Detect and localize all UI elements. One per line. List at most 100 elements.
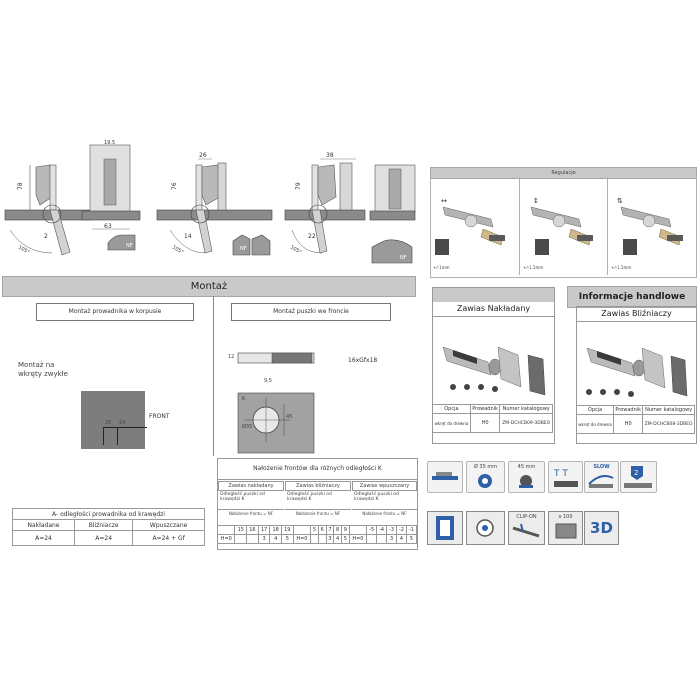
onlay-h-3: Numer katalogowy [499, 404, 553, 414]
product-onlay-panel: Zawias Nakładany Opcja Prowadnik Numer k… [432, 287, 555, 444]
group-2-sub: Odległość puszki od krawędzi K [287, 492, 332, 502]
dim-19-5: 19.5 [104, 140, 115, 146]
h-label-2: H=0 [292, 534, 312, 544]
nf-2-3: 7 [325, 525, 335, 535]
two-way-icon: 2 [620, 461, 657, 493]
three-d-label: 3D [590, 519, 613, 537]
screws-icon: T T [548, 461, 583, 493]
product-twin-table: Opcja Prowadnik Numer katalogowy wkręt d… [575, 405, 695, 434]
clip-on-label: CLIP-ON [516, 514, 537, 520]
onlay-v-3: ZM-DCHCB09-3DBEO [499, 413, 553, 433]
cup-mounting-title-box: Montaż puszki we froncie [231, 303, 391, 321]
trade-info-header: Informacje handlowe [567, 286, 697, 308]
dim-35: Ø35 [242, 424, 253, 430]
k-1-2: 4 [269, 534, 282, 544]
adjust-1: ↔ [435, 197, 505, 255]
nf-3-3: -3 [386, 525, 398, 535]
dim-12: 12 [228, 354, 235, 360]
montaz-title: Montaż [190, 281, 228, 292]
k-3-3: 5 [405, 534, 418, 544]
nf-3-1: -5 [366, 525, 378, 535]
twin-v-1: wkręt do drewna [575, 414, 615, 434]
distance-h-2: Bliźniacze [74, 519, 134, 531]
cup-spec: 16xGfx18 [348, 357, 378, 364]
clip-on-icon: CLIP-ON [508, 511, 545, 545]
drawing-twin-hinge [156, 158, 273, 256]
overlay-table: Nałożenie frontów dla różnych odległości… [217, 458, 418, 550]
onlay-v-2: H0 [469, 413, 501, 433]
hinge-section-drawings: 78 2 105° 19.5 63 NF 26 76 14 105° NF 38… [4, 140, 416, 264]
mounting-note-1: Montaż na [18, 361, 55, 369]
dim-20: 20 [105, 420, 112, 426]
pack-100-label: x 100 [558, 514, 573, 520]
guide-plate-drawing: 20 24 [81, 391, 147, 449]
dim-14: 14 [184, 233, 192, 240]
dim-79: 79 [295, 182, 302, 190]
nf-label-3: NF [400, 255, 407, 261]
onlay-h-1: Opcja [432, 404, 471, 414]
group-1-label: Nałożenie frontu = NF [218, 509, 284, 518]
dim-22: 22 [308, 233, 316, 240]
dim-63: 63 [104, 223, 112, 230]
dim-105-a: 105° [17, 245, 31, 256]
adjust-2: ↕ [530, 197, 593, 255]
drawing-inset-hinge [284, 158, 416, 264]
distance-45-label: 45 mm [517, 464, 536, 470]
group-3-sub: Odległość puszki od krawędzi K [354, 492, 399, 502]
onlay-v-1: wkręt do drewna [432, 413, 471, 433]
h-label-3: H=0 [348, 534, 368, 544]
cup-35-label: Ø 35 mm [473, 464, 498, 470]
nf-label-1: NF [126, 243, 133, 249]
k-2-3: 5 [340, 534, 350, 544]
h-label-1: H=0 [218, 534, 236, 544]
regulacje-caption-1: +/-1mm [433, 265, 450, 270]
regulacje-panel: ↔ ↕ ⇅ +/-1mm +/-1.5mm +/-1.5mm [430, 177, 697, 278]
nf-3-5: -1 [405, 525, 418, 535]
twin-h-3: Numer katalogowy [642, 405, 695, 415]
group-2-label: Nałożenie frontu = NF [285, 509, 351, 518]
nf-2-1: 5 [310, 525, 319, 535]
dim-26: 26 [199, 152, 207, 159]
dim-105-b: 105° [171, 245, 185, 256]
k-2-1: 3 [325, 534, 335, 544]
cup-drilling-drawing [237, 352, 315, 454]
group-3-label: Nałożenie frontu = NF [352, 509, 417, 518]
onlay-h-2: Prowadnik [469, 404, 501, 414]
dim-k: K [242, 396, 246, 402]
adjust-3d-icon: 3D [584, 511, 619, 545]
twin-h-1: Opcja [575, 405, 615, 415]
product-onlay-title: Zawias Nakładany [433, 302, 554, 317]
group-1-title: Zawias nakładany [218, 481, 284, 491]
twin-v-3: ZM-DCHCB08-3DBEO [642, 414, 695, 434]
dim-105-c: 105° [289, 245, 303, 256]
distance-h-1: Nakładane [11, 519, 76, 531]
mounting-note-2: wkręty zwykłe [18, 370, 68, 378]
guide-mounting-panel: Montaż prowadnika w korpusie Montaż na w… [8, 296, 214, 456]
pack-100-icon: x 100 [548, 511, 583, 545]
distance-caption: A- odległości prowadnika od krawędzi [12, 508, 205, 520]
dim-9-5: 9,5 [264, 378, 272, 384]
cup-35-icon: Ø 35 mm [466, 461, 505, 493]
nf-2-2: 6 [317, 525, 327, 535]
dim-76: 76 [171, 182, 178, 190]
soft-close-icon: SLOW [584, 461, 619, 493]
product-twin-panel: Zawias Bliźniaczy Opcja Prowadnik Numer … [575, 306, 697, 444]
k-2-2: 4 [333, 534, 342, 544]
adjust-3: ⇅ [617, 197, 683, 255]
svg-text:⇅: ⇅ [617, 197, 623, 205]
k-1-1: 3 [257, 534, 271, 544]
group-1-sub: Odległość puszki od krawędzi K [220, 492, 265, 502]
dim-24: 24 [119, 420, 126, 426]
nf-3-2: -4 [376, 525, 388, 535]
dim-78: 78 [17, 182, 24, 190]
distance-v-3: A=24 + Gf [132, 530, 205, 546]
group-2-title: Zawias bliźniaczy [285, 481, 351, 491]
nf-label-2: NF [240, 246, 247, 252]
k-1-3: 5 [281, 534, 294, 544]
two-label: 2 [634, 469, 638, 477]
k-3-1: 3 [386, 534, 398, 544]
regulacje-caption-2: +/-1.5mm [523, 265, 544, 270]
overlay-group-twin: Zawias bliźniaczy Odległość puszki od kr… [285, 481, 351, 518]
hinge-twin-image [586, 347, 688, 397]
